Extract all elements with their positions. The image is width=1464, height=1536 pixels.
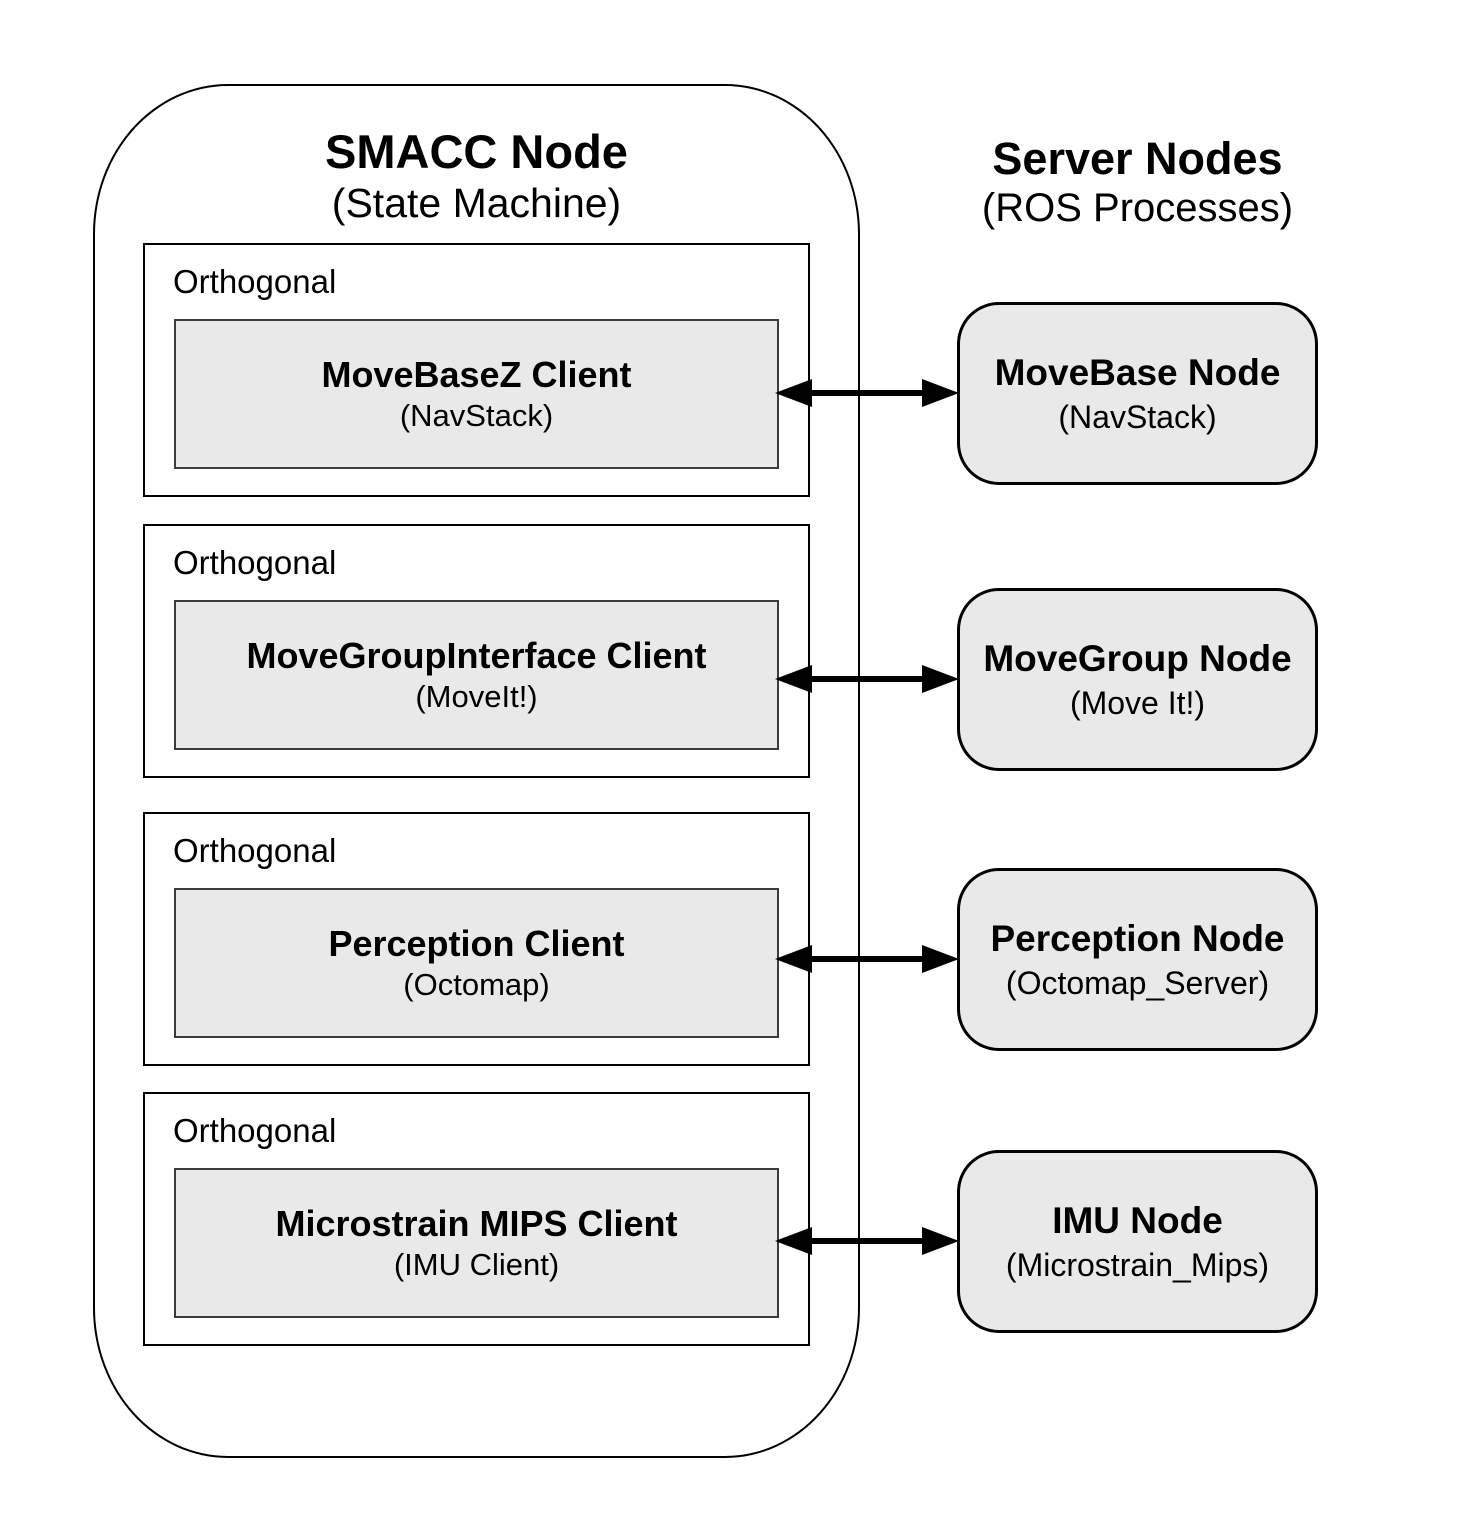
client-subtitle: (MoveIt!): [415, 679, 538, 715]
client-subtitle: (IMU Client): [393, 1247, 560, 1283]
client-name: MoveGroupInterface Client: [246, 635, 707, 677]
bidirectional-arrow-perception: [775, 945, 959, 973]
server-box-imu: IMU Node (Microstrain_Mips): [957, 1150, 1318, 1333]
server-name: MoveGroup Node: [983, 638, 1292, 680]
client-name: Microstrain MIPS Client: [275, 1203, 678, 1245]
server-name: MoveBase Node: [994, 352, 1281, 394]
orthogonal-label: Orthogonal: [173, 263, 337, 300]
bidirectional-arrow-imu: [775, 1227, 959, 1255]
server-nodes-title: Server Nodes: [992, 133, 1283, 184]
server-box-perception: Perception Node (Octomap_Server): [957, 868, 1318, 1051]
client-box-microstrain-mips: Microstrain MIPS Client (IMU Client): [174, 1168, 779, 1318]
smacc-title: SMACC Node: [325, 125, 628, 178]
client-subtitle: (Octomap): [403, 967, 550, 1003]
bidirectional-arrow-movebase: [775, 379, 959, 407]
smacc-subtitle: (State Machine): [331, 180, 622, 226]
client-name: Perception Client: [328, 923, 625, 965]
server-subtitle: (Microstrain_Mips): [1005, 1246, 1270, 1283]
server-name: IMU Node: [1052, 1200, 1223, 1242]
orthogonal-label: Orthogonal: [173, 544, 337, 581]
server-name: Perception Node: [990, 918, 1285, 960]
server-subtitle: (Octomap_Server): [1005, 964, 1270, 1001]
orthogonal-box-2: Orthogonal MoveGroupInterface Client (Mo…: [143, 524, 810, 778]
server-subtitle: (NavStack): [1058, 398, 1217, 435]
orthogonal-box-1: Orthogonal MoveBaseZ Client (NavStack): [143, 243, 810, 497]
orthogonal-box-3: Orthogonal Perception Client (Octomap): [143, 812, 810, 1066]
server-box-movebase: MoveBase Node (NavStack): [957, 302, 1318, 485]
server-nodes-heading: Server Nodes (ROS Processes): [940, 133, 1335, 231]
server-subtitle: (Move It!): [1069, 684, 1206, 721]
orthogonal-label: Orthogonal: [173, 1112, 337, 1149]
client-box-movebasez: MoveBaseZ Client (NavStack): [174, 319, 779, 469]
server-box-movegroup: MoveGroup Node (Move It!): [957, 588, 1318, 771]
client-box-perception: Perception Client (Octomap): [174, 888, 779, 1038]
orthogonal-box-4: Orthogonal Microstrain MIPS Client (IMU …: [143, 1092, 810, 1346]
orthogonal-label: Orthogonal: [173, 832, 337, 869]
client-name: MoveBaseZ Client: [321, 354, 632, 396]
bidirectional-arrow-movegroup: [775, 665, 959, 693]
client-subtitle: (NavStack): [399, 398, 554, 434]
client-box-movegroupinterface: MoveGroupInterface Client (MoveIt!): [174, 600, 779, 750]
server-nodes-subtitle: (ROS Processes): [981, 185, 1294, 230]
